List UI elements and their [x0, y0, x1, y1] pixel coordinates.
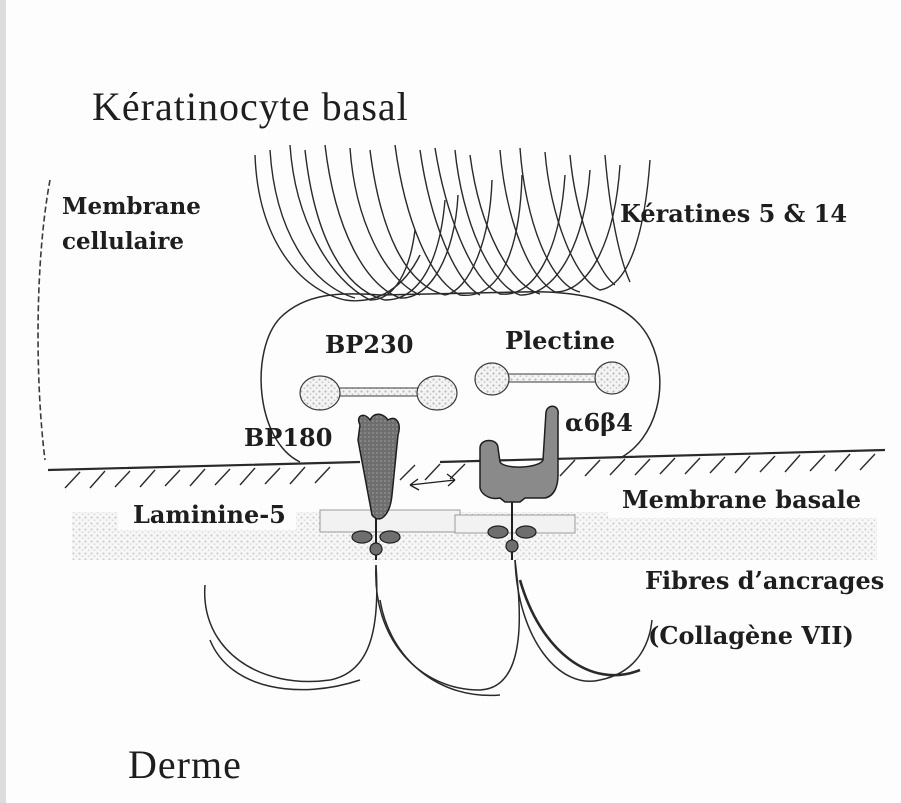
- label-collagene: (Collagène VII): [648, 621, 854, 650]
- keratin-filaments: [255, 145, 650, 301]
- label-bp230: BP230: [325, 330, 413, 359]
- label-derme: Derme: [128, 741, 242, 788]
- scan-edge: [0, 0, 6, 803]
- label-membrane-cellulaire-line1: Membrane: [62, 193, 201, 220]
- plectine-dumbbell: [475, 362, 629, 395]
- label-membrane-basale: Membrane basale: [622, 485, 861, 514]
- bp180-protein: [352, 414, 400, 560]
- basement-membrane-hatch: [65, 454, 875, 488]
- cell-membrane-line: [48, 450, 885, 470]
- anchoring-fibrils: [205, 560, 652, 695]
- bp230-dumbbell: [300, 376, 457, 410]
- diagram-title: Kératinocyte basal: [92, 83, 409, 130]
- label-fibres-ancrages: Fibres d’ancrages: [645, 566, 884, 595]
- label-bp180: BP180: [244, 423, 332, 452]
- label-plectine: Plectine: [505, 326, 615, 355]
- interaction-arrow: [410, 474, 455, 490]
- label-membrane-cellulaire-line2: cellulaire: [62, 228, 184, 255]
- label-laminine: Laminine-5: [133, 500, 286, 529]
- membrane-cellulaire-bracket: [38, 180, 50, 460]
- label-keratines: Kératines 5 & 14: [620, 199, 847, 228]
- label-integrin: α6β4: [565, 408, 633, 437]
